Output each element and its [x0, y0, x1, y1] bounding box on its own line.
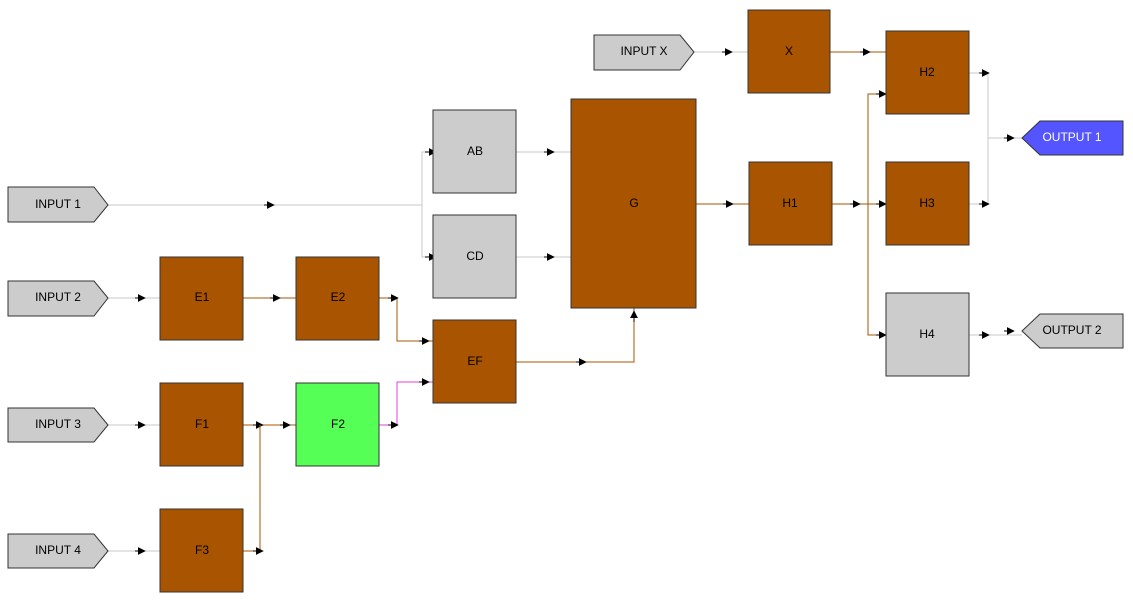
wire-input1-cd — [421, 205, 433, 258]
block-h3[interactable]: H3 — [885, 161, 970, 246]
block-e1-label: E1 — [195, 290, 210, 304]
input-port-1[interactable]: INPUT 1 — [7, 186, 109, 223]
input-port-3-label: INPUT 3 — [35, 417, 81, 431]
output-port-2-label: OUTPUT 2 — [1042, 323, 1101, 337]
block-h4-label: H4 — [919, 327, 935, 341]
block-f2-label: F2 — [331, 417, 345, 431]
block-h1[interactable]: H1 — [748, 161, 833, 246]
block-x[interactable]: X — [747, 9, 831, 94]
wire-f3-f2 — [243, 425, 261, 552]
wire-h1-h4 — [867, 204, 886, 336]
block-x-label: X — [785, 44, 793, 58]
block-h2-label: H2 — [919, 65, 935, 79]
block-e2-label: E2 — [331, 290, 346, 304]
wire-e2-ef — [379, 297, 433, 342]
block-h4[interactable]: H4 — [885, 292, 970, 377]
block-cd-label: CD — [466, 249, 484, 263]
wire-f2-ef — [379, 381, 433, 426]
wire-h2-out1 — [969, 72, 1022, 139]
block-cd[interactable]: CD — [432, 214, 517, 299]
block-e1[interactable]: E1 — [159, 256, 244, 341]
output-port-2[interactable]: OUTPUT 2 — [1021, 313, 1124, 349]
block-ab-label: AB — [467, 144, 483, 158]
wires — [108, 48, 1022, 555]
input-port-3[interactable]: INPUT 3 — [7, 407, 109, 443]
output-port-1-label: OUTPUT 1 — [1042, 130, 1101, 144]
input-port-1-label: INPUT 1 — [35, 197, 81, 211]
block-ef-label: EF — [467, 354, 482, 368]
wire-input1-ab — [108, 151, 433, 206]
wire-h3-out1 — [969, 138, 989, 205]
input-port-x[interactable]: INPUT X — [593, 34, 695, 71]
wire-ef-g — [516, 308, 635, 363]
block-f2[interactable]: F2 — [295, 382, 380, 467]
block-e2[interactable]: E2 — [295, 256, 380, 341]
input-port-x-label: INPUT X — [620, 44, 667, 58]
output-port-1[interactable]: OUTPUT 1 — [1021, 120, 1124, 156]
wire-h1-h2 — [867, 93, 886, 204]
input-port-4-label: INPUT 4 — [35, 543, 81, 557]
block-g-label: G — [629, 196, 638, 210]
block-h3-label: H3 — [919, 196, 935, 210]
input-port-2-label: INPUT 2 — [35, 290, 81, 304]
block-g[interactable]: G — [570, 98, 697, 309]
input-port-4[interactable]: INPUT 4 — [7, 533, 109, 569]
block-f1-label: F1 — [195, 417, 209, 431]
block-f3-label: F3 — [195, 543, 209, 557]
block-ef[interactable]: EF — [432, 319, 517, 404]
block-ab[interactable]: AB — [432, 109, 517, 194]
block-h2[interactable]: H2 — [885, 30, 970, 115]
block-f3[interactable]: F3 — [159, 508, 244, 593]
block-h1-label: H1 — [782, 196, 798, 210]
block-f1[interactable]: F1 — [159, 382, 244, 467]
input-port-2[interactable]: INPUT 2 — [7, 280, 109, 317]
